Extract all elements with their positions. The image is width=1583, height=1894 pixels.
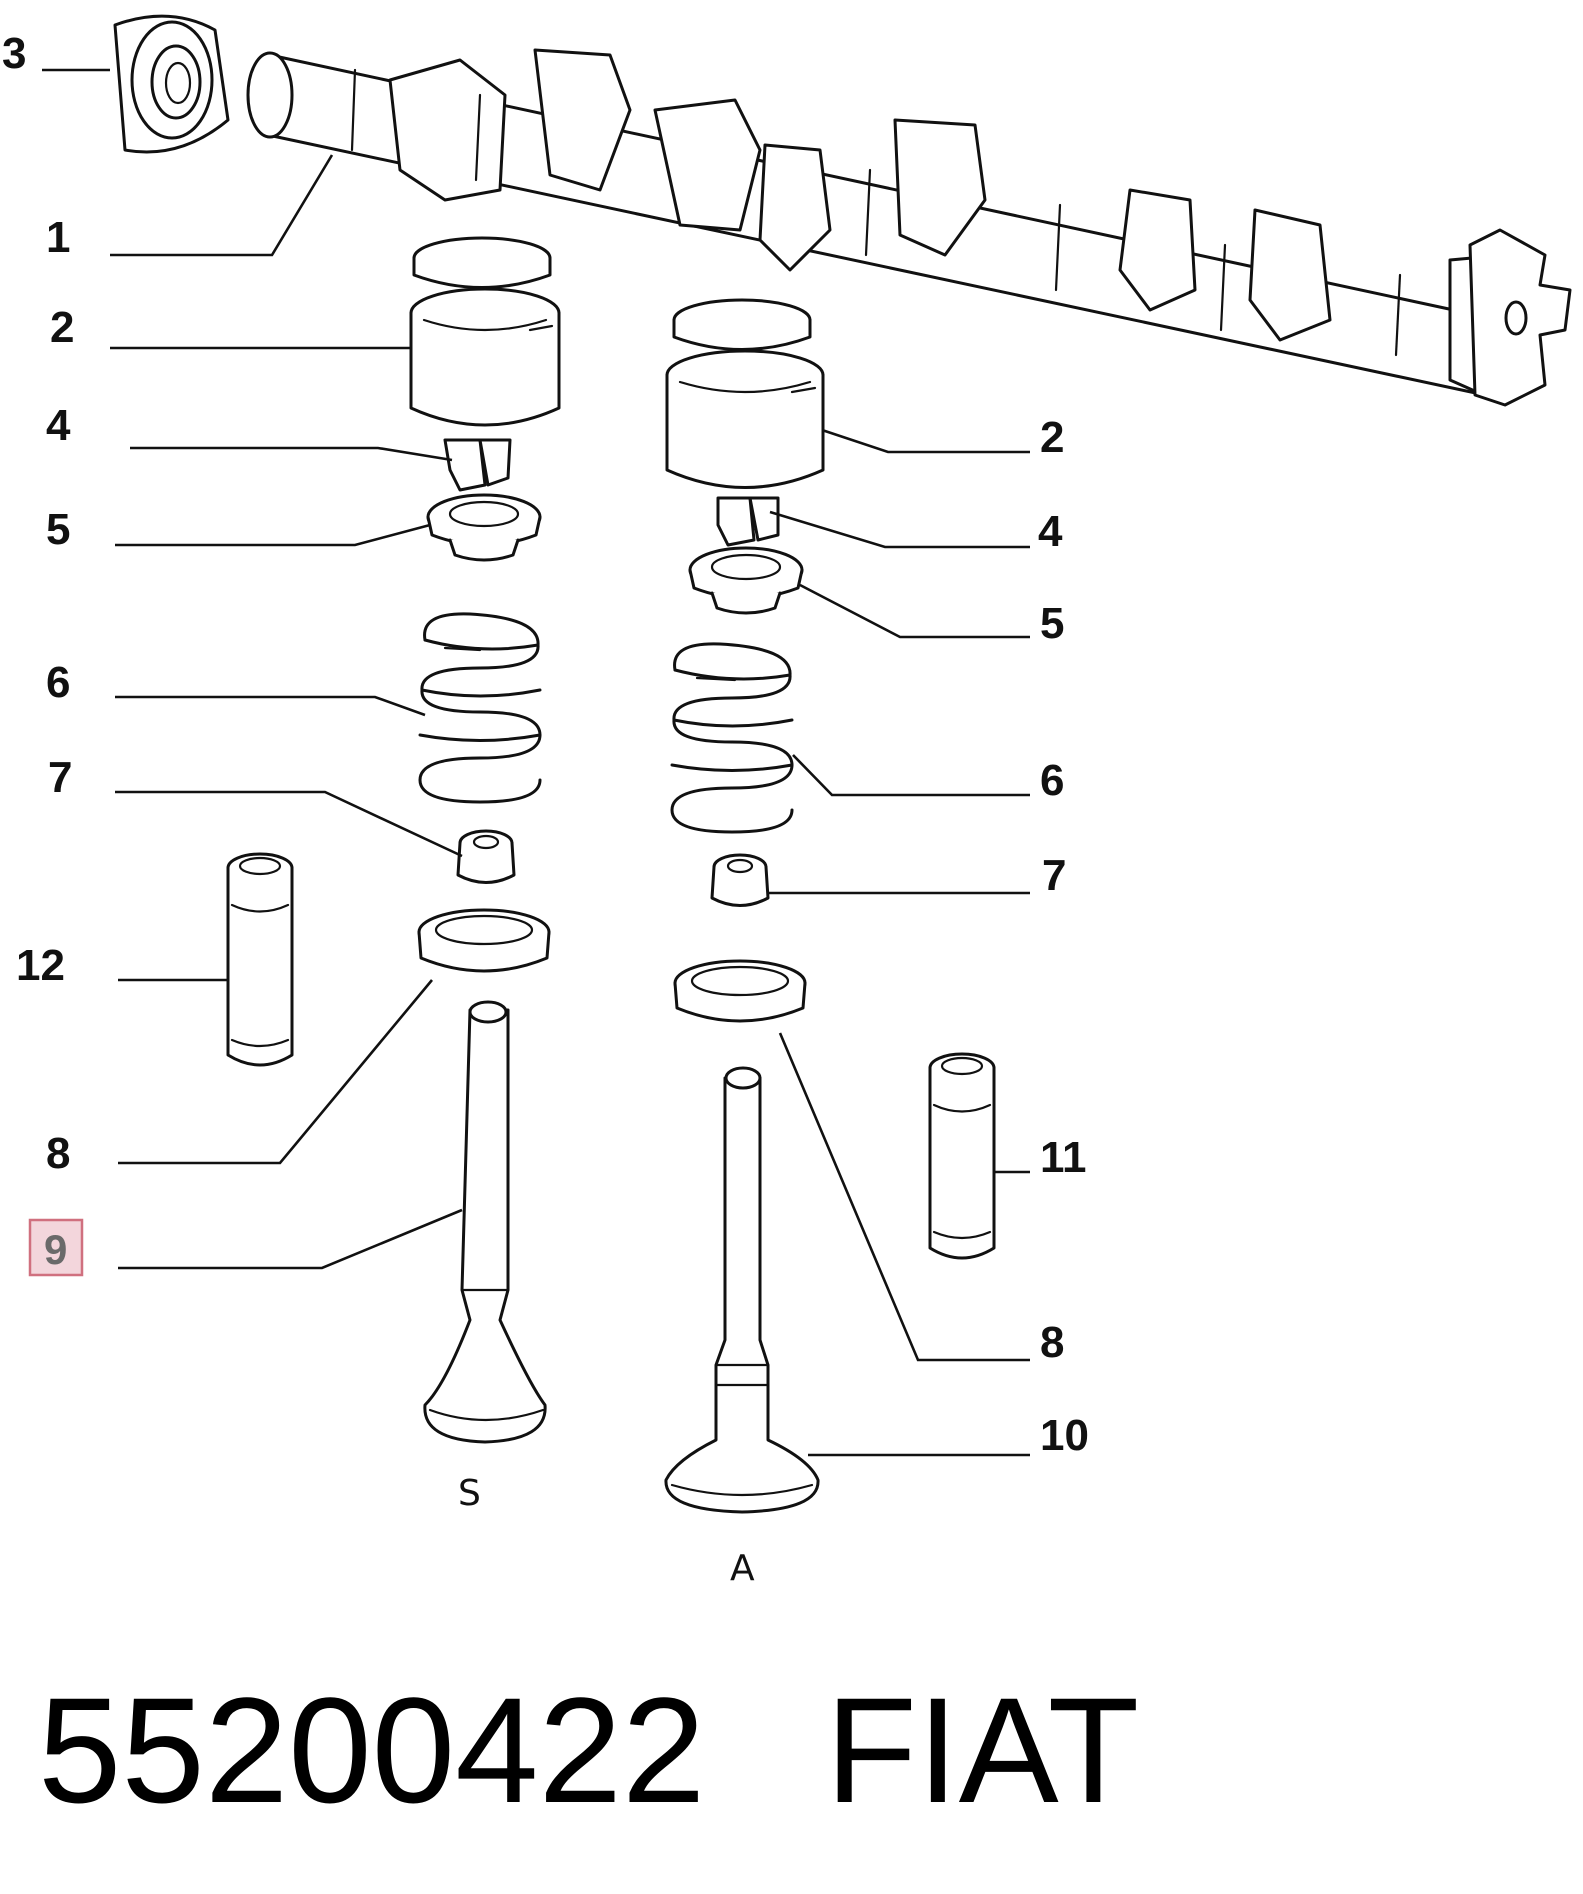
label-6-left: 6: [46, 658, 70, 707]
label-4-left: 4: [46, 401, 71, 450]
brand-name: FIAT: [825, 1666, 1140, 1834]
left-valve-stack: [226, 236, 561, 1444]
callout-labels: 3 1 2 4 5 6 7 12 8 9 2 4 5 6 7 11 8 10 S…: [2, 29, 1089, 1589]
label-2-right: 2: [1040, 413, 1064, 462]
label-12: 12: [16, 941, 65, 990]
leader-lines: [42, 68, 1030, 1457]
label-8-right: 8: [1040, 1318, 1064, 1367]
label-7-right: 7: [1042, 851, 1066, 900]
label-1: 1: [46, 213, 70, 262]
label-4-right: 4: [1038, 507, 1063, 556]
label-5-right: 5: [1040, 599, 1064, 648]
camshaft: [246, 48, 1572, 407]
label-2-left: 2: [50, 303, 74, 352]
part-footer: 55200422 FIAT: [38, 1650, 1538, 1850]
label-6-right: 6: [1040, 756, 1064, 805]
label-7-left: 7: [48, 753, 72, 802]
label-9-highlighted: 9: [44, 1226, 67, 1273]
right-valve-stack: [664, 298, 996, 1514]
valve-marker-s: S: [458, 1473, 481, 1514]
part-number: 55200422: [38, 1666, 706, 1834]
label-11: 11: [1040, 1133, 1087, 1182]
oil-seal: [113, 14, 230, 154]
label-10: 10: [1040, 1411, 1089, 1460]
label-8-left: 8: [46, 1129, 70, 1178]
highlight-box: [28, 1218, 84, 1277]
label-5-left: 5: [46, 505, 70, 554]
label-3: 3: [2, 29, 26, 78]
valve-marker-a: A: [730, 1548, 755, 1589]
